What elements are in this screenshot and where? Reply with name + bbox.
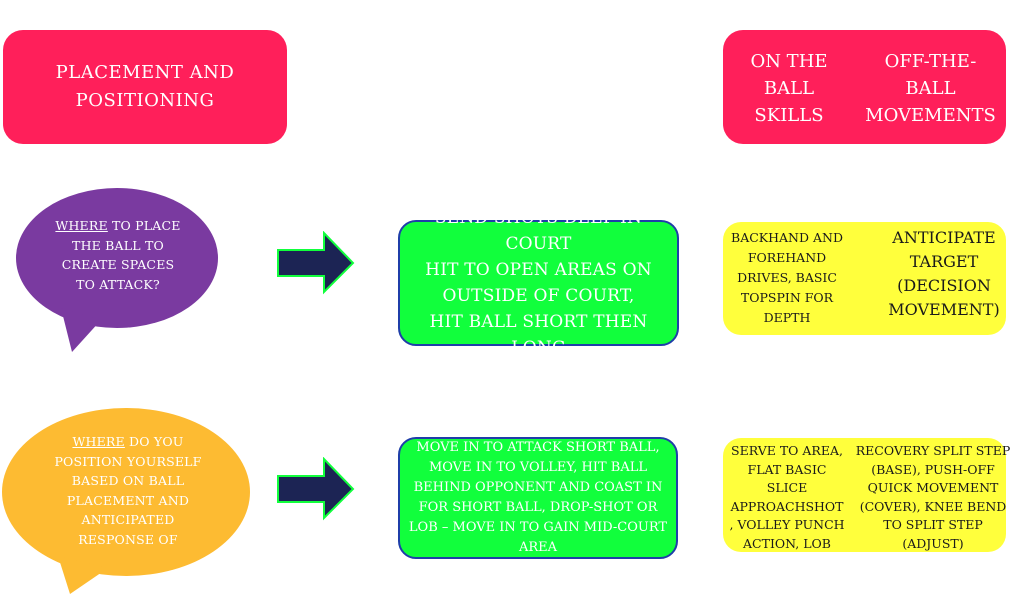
off-the-ball-movements-label: OFF-THE- BALL MOVEMENTS <box>865 51 996 126</box>
arrow-right-icon <box>277 231 355 295</box>
row2-off-ball-movements: RECOVERY SPLIT STEP (BASE), PUSH-OFF QUI… <box>855 443 1011 551</box>
positioning-strategies-box: MOVE IN TO ATTACK SHORT BALL, MOVE IN TO… <box>398 437 678 559</box>
positioning-strategies-text: MOVE IN TO ATTACK SHORT BALL, MOVE IN TO… <box>408 440 668 555</box>
where-to-position-rest: POSITION YOURSELF BASED ON BALL PLACEMEN… <box>54 453 202 547</box>
where-underlined: WHERE <box>72 434 125 449</box>
arrow-right-icon <box>277 457 355 521</box>
do-you-text: DO YOU <box>124 434 184 449</box>
where-to-position-bubble: WHERE DO YOU POSITION YOURSELF BASED ON … <box>0 406 256 594</box>
to-place-text: TO PLACE <box>107 218 181 233</box>
row1-off-ball-movements: ANTICIPATE TARGET (DECISION MOVEMENT) <box>888 228 1000 319</box>
placement-strategies-box: SEND SHOTS DEEP IN COURT HIT TO OPEN ARE… <box>398 208 679 358</box>
where-to-place-bubble: WHERE TO PLACE THE BALL TO CREATE SPACES… <box>16 188 220 354</box>
where-to-position-question: WHERE DO YOU POSITION YOURSELF BASED ON … <box>0 432 256 549</box>
row1-on-ball-skills: BACKHAND AND FOREHAND DRIVES, BASIC TOPS… <box>731 230 843 325</box>
row1-skills-box: BACKHAND AND FOREHAND DRIVES, BASIC TOPS… <box>723 222 1006 335</box>
on-the-ball-skills-label: ON THE BALL SKILLS <box>750 51 828 126</box>
row2-on-ball-skills: SERVE TO AREA, FLAT BASIC SLICE APPROACH… <box>729 443 845 551</box>
where-underlined: WHERE <box>55 218 108 233</box>
speech-bubble-icon <box>16 188 218 352</box>
placement-strategies-text: SEND SHOTS DEEP IN COURT HIT TO OPEN ARE… <box>425 208 652 358</box>
where-to-place-question: WHERE TO PLACE THE BALL TO CREATE SPACES… <box>16 216 220 294</box>
row2-skills-box: SERVE TO AREA, FLAT BASIC SLICE APPROACH… <box>723 438 1010 552</box>
speech-bubble-icon <box>2 408 250 594</box>
skills-movements-header: ON THE BALL SKILLS OFF-THE- BALL MOVEMEN… <box>723 30 1006 144</box>
placement-positioning-header: PLACEMENT AND POSITIONING <box>3 30 287 144</box>
where-to-place-rest: THE BALL TO CREATE SPACES TO ATTACK? <box>61 237 175 292</box>
placement-positioning-label: PLACEMENT AND POSITIONING <box>55 62 235 111</box>
